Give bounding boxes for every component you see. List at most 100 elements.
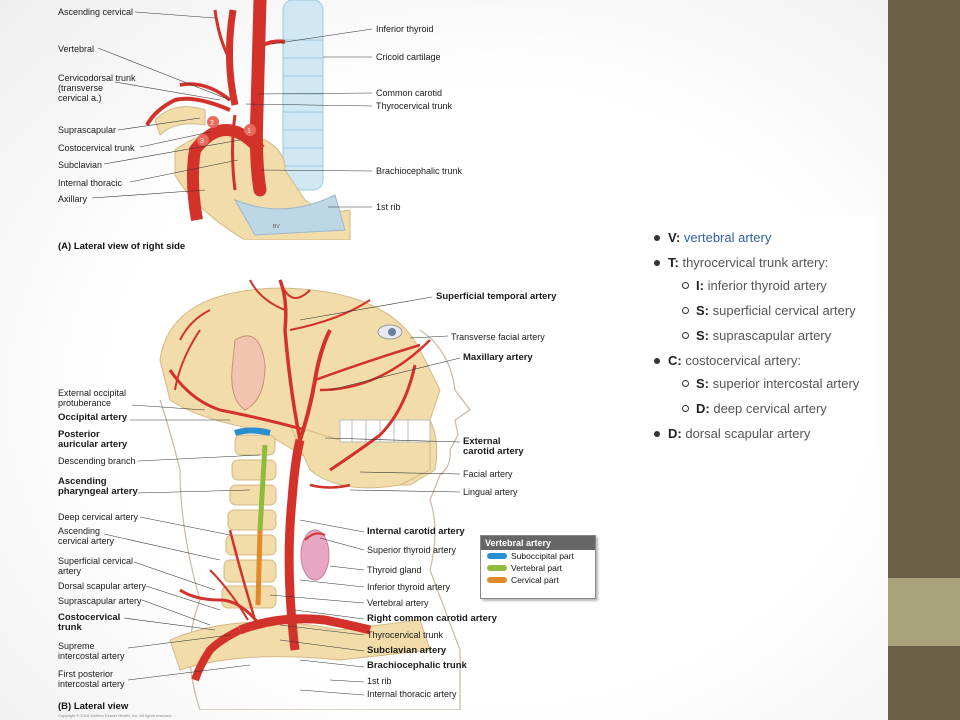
fig-b-label-right: Superficial temporal artery: [436, 291, 557, 302]
figure-a-leader-lines: [91, 11, 373, 208]
bullet-item: S: superficial cervical artery: [682, 303, 856, 318]
fig-b-label-left: Dorsal scapular artery: [58, 581, 147, 591]
bullet-key: I:: [696, 278, 704, 293]
fig-b-label-left: Occipital artery: [58, 412, 128, 423]
fig-b-label-right: Maxillary artery: [463, 352, 533, 363]
bullet-item: C: costocervical artery:: [654, 353, 801, 368]
fig-a-label-left: Subclavian: [58, 160, 103, 170]
fig-a-label-left: Vertebral: [58, 44, 95, 54]
bullet-key: S:: [696, 303, 709, 318]
fig-b-label-right: Right common carotid artery: [367, 613, 497, 624]
bullet-text: superficial cervical artery: [712, 303, 856, 318]
legend-swatch: [487, 553, 507, 559]
bullet-item: S: suprascapular artery: [682, 328, 832, 343]
bullet-dot-icon: [654, 431, 660, 437]
bullet-item: D: deep cervical artery: [682, 401, 827, 416]
fig-a-mark: BV: [273, 224, 280, 230]
fig-b-label-right: Transverse facial artery: [451, 332, 545, 342]
accent-side-bar-highlight: [888, 578, 960, 646]
bullet-text: thyrocervical trunk artery:: [682, 255, 829, 270]
bullet-key: T:: [668, 255, 679, 270]
fig-a-label-left: Internal thoracic: [58, 178, 123, 188]
fig-b-label-left: Superficial cervical artery: [58, 556, 134, 576]
fig-b-label-right: Superior thyroid artery: [367, 545, 457, 555]
fig-b-label-left: Ascending cervical artery: [58, 526, 115, 546]
fig-a-num-1: 1: [247, 128, 251, 135]
fig-b-label-left: External occipital protuberance: [58, 388, 127, 408]
bullet-item: S: superior intercostal artery: [682, 376, 860, 391]
fig-a-label-right: Thyrocervical trunk: [376, 101, 453, 111]
legend-swatch: [487, 577, 507, 583]
bullet-key: D:: [696, 401, 710, 416]
fig-a-label-left: Ascending cervical: [58, 7, 134, 17]
fig-b-label-left: Descending branch: [58, 456, 136, 466]
bullet-ring-icon: [682, 307, 689, 314]
bullet-text: deep cervical artery: [713, 401, 827, 416]
legend-item-suboccipital: Suboccipital part: [481, 550, 595, 562]
fig-b-label-left: Posterior auricular artery: [58, 429, 128, 450]
bullet-item: T: thyrocervical trunk artery:: [654, 255, 829, 270]
bullet-key: C:: [668, 353, 682, 368]
bullet-key: S:: [696, 328, 709, 343]
legend-label: Suboccipital part: [511, 551, 574, 561]
fig-b-caption: (B) Lateral view: [58, 701, 129, 712]
fig-b-label-right: Internal carotid artery: [367, 526, 465, 537]
bullet-item: D: dorsal scapular artery: [654, 426, 811, 441]
fig-b-label-right: Subclavian artery: [367, 645, 447, 656]
fig-a-label-right: 1st rib: [376, 202, 401, 212]
fig-a-label-left: Suprascapular: [58, 125, 117, 135]
fig-a-label-left: Axillary: [58, 194, 88, 204]
fig-b-label-right: Thyrocervical trunk: [367, 630, 444, 640]
legend-item-vertebral: Vertebral part: [481, 562, 595, 574]
fig-b-label-right: Brachiocephalic trunk: [367, 660, 467, 671]
legend-label: Cervical part: [511, 575, 559, 585]
fig-a-label-right: Brachiocephalic trunk: [376, 166, 463, 176]
fig-a-label-right: Cricoid cartilage: [376, 52, 441, 62]
bullet-dot-icon: [654, 260, 660, 266]
legend-swatch: [487, 565, 507, 571]
fig-a-num-3: 3: [200, 138, 204, 145]
figure-b-leader-lines: [103, 296, 461, 696]
bullet-item: V: vertebral artery: [654, 230, 772, 245]
bullet-ring-icon: [682, 380, 689, 387]
fig-b-label-left: Deep cervical artery: [58, 512, 139, 522]
bullet-ring-icon: [682, 282, 689, 289]
bullet-text: suprascapular artery: [712, 328, 832, 343]
bullet-text: dorsal scapular artery: [685, 426, 811, 441]
fig-b-label-right: Inferior thyroid artery: [367, 582, 451, 592]
fig-b-label-right: Internal thoracic artery: [367, 689, 457, 699]
copyright-notice: Copyright © 2016 Wolters Kluwer Health, …: [58, 713, 173, 718]
fig-b-label-right: Lingual artery: [463, 487, 518, 497]
bullet-dot-icon: [654, 358, 660, 364]
fig-b-label-right: 1st rib: [367, 676, 392, 686]
legend-title: Vertebral artery: [481, 536, 595, 550]
fig-b-label-left: Ascending pharyngeal artery: [58, 476, 138, 497]
fig-a-label-left: Cervicodorsal trunk (transverse cervical…: [58, 73, 136, 103]
fig-b-label-left: Suprascapular artery: [58, 596, 142, 606]
fig-a-caption: (A) Lateral view of right side: [58, 241, 186, 252]
figure-b-illustration: [159, 279, 471, 710]
fig-b-label-right: Vertebral artery: [367, 598, 429, 608]
fig-b-label-left: Supreme intercostal artery: [58, 641, 125, 661]
fig-a-label-right: Common carotid: [376, 88, 443, 98]
fig-b-label-left: First posterior intercostal artery: [58, 669, 125, 689]
bullet-key: D:: [668, 426, 682, 441]
bullet-text: inferior thyroid artery: [707, 278, 827, 293]
bullet-item: I: inferior thyroid artery: [682, 278, 827, 293]
bullet-ring-icon: [682, 405, 689, 412]
legend-item-cervical: Cervical part: [481, 574, 595, 586]
legend-label: Vertebral part: [511, 563, 563, 573]
bullet-text: superior intercostal artery: [712, 376, 860, 391]
bullet-key: S:: [696, 376, 709, 391]
vertebral-artery-legend: Vertebral artery Suboccipital part Verte…: [480, 535, 596, 599]
fig-a-num-2: 2: [210, 120, 214, 127]
bullet-link[interactable]: vertebral artery: [683, 230, 772, 245]
bullet-ring-icon: [682, 332, 689, 339]
bullet-text: costocervical artery:: [685, 353, 801, 368]
fig-b-label-right: Facial artery: [463, 469, 513, 479]
fig-b-label-right: Thyroid gland: [367, 565, 422, 575]
fig-a-label-left: Costocervical trunk: [58, 143, 135, 153]
bullet-key: V:: [668, 230, 681, 245]
